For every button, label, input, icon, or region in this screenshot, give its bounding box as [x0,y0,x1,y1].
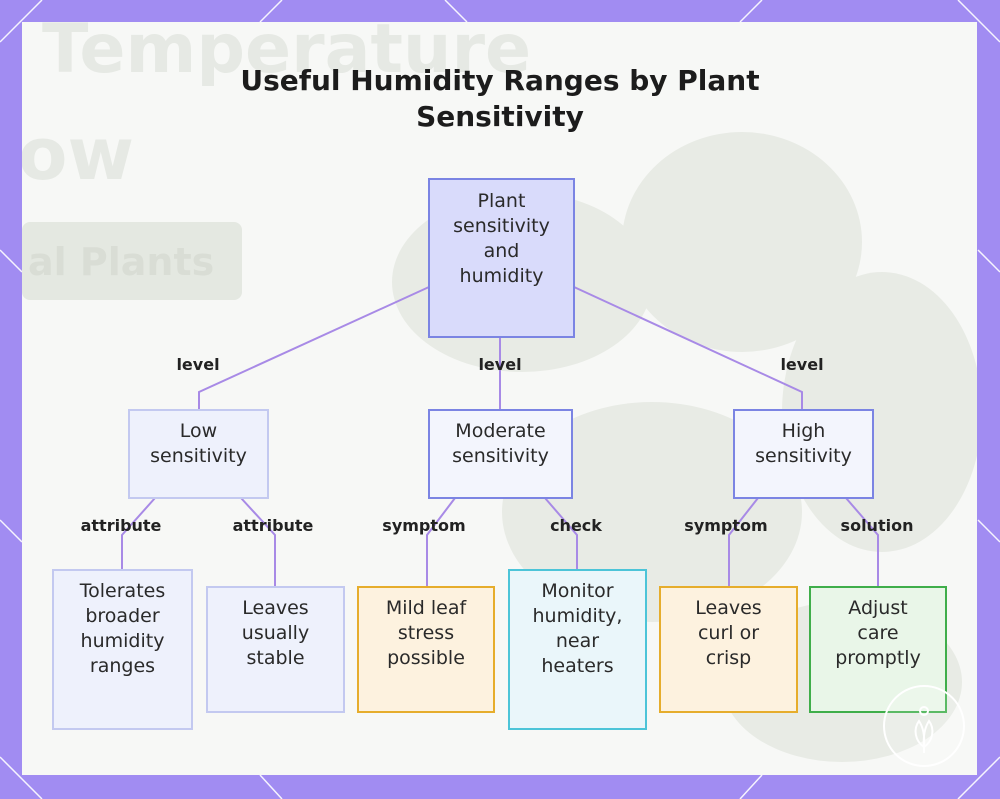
node-mild-leaf-stress: Mild leaf stress possible [357,586,495,713]
node-tolerates-broader: Tolerates broader humidity ranges [52,569,193,730]
edge-label-root-high: level [780,355,824,374]
edge-label-root-moderate: level [478,355,522,374]
background-pill [22,222,242,300]
edge-label-high-curl: symptom [684,516,768,535]
edge-mod-monitor [544,497,578,570]
edge-label-low-stable: attribute [232,516,314,535]
node-moderate-sensitivity: Moderate sensitivity [428,409,573,499]
node-high-sensitivity: High sensitivity [733,409,874,499]
node-low-sensitivity: Low sensitivity [128,409,269,499]
node-monitor-humidity: Monitor humidity, near heaters [508,569,647,730]
edge-label-root-low: level [176,355,220,374]
edge-label-mod-mild: symptom [382,516,466,535]
node-leaves-curl-crisp: Leaves curl or crisp [659,586,798,713]
edge-label-low-tolerates: attribute [80,516,162,535]
edge-high-curl [728,497,759,587]
edge-root-high [573,286,803,410]
edge-label-high-adjust: solution [840,516,914,535]
background-word-ow: ow [22,112,134,196]
node-leaves-usually-stable: Leaves usually stable [206,586,345,713]
edge-label-mod-monitor: check [550,516,602,535]
diagram-title: Useful Humidity Ranges by Plant Sensitiv… [240,64,760,133]
plant-badge-icon [883,685,965,767]
edge-low-stable [240,497,276,587]
background-word-plants: al Plants [28,240,215,284]
edge-high-adjust [845,497,879,587]
node-plant-sensitivity-humidity: Plant sensitivity and humidity [428,178,575,338]
edge-low-tolerates [121,497,156,570]
background-word-temperature: Temperature [42,22,532,89]
edge-mod-mild [426,497,456,587]
edge-root-low [198,286,430,410]
